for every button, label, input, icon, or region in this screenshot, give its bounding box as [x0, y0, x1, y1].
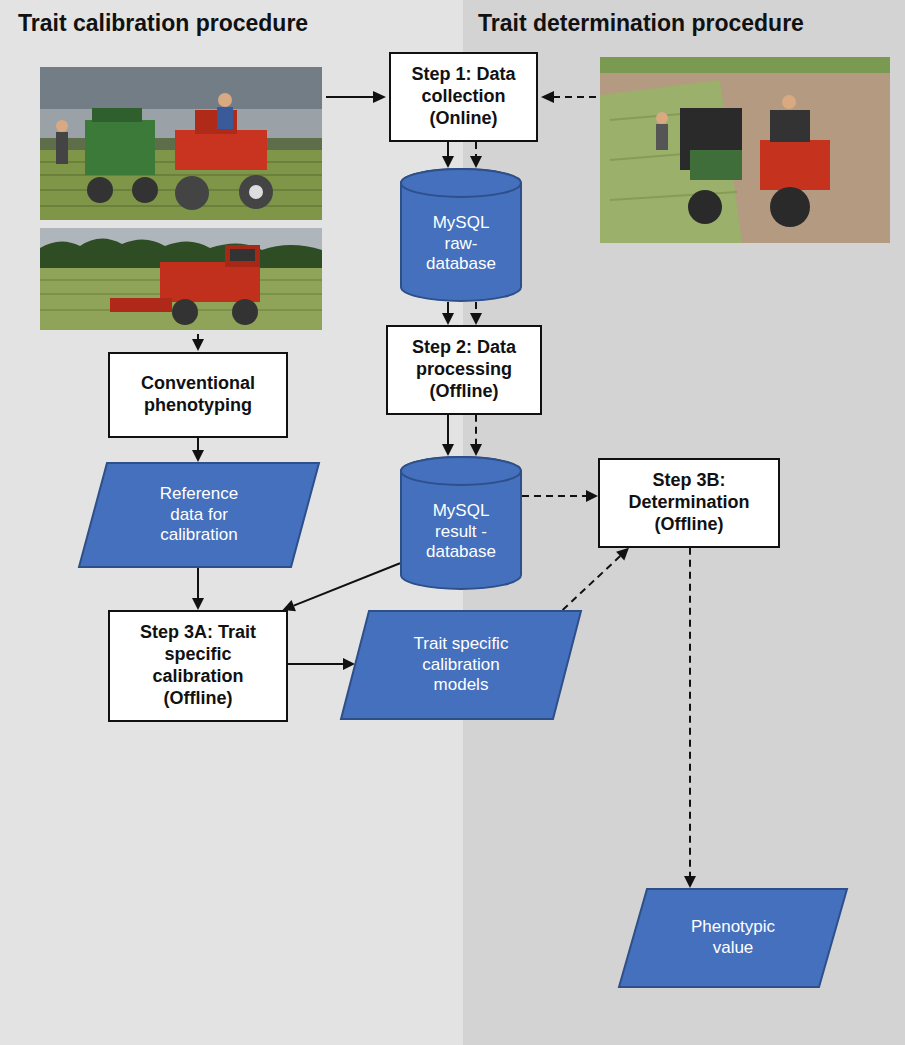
parallelogram-outline — [619, 889, 847, 987]
arrowhead — [541, 91, 554, 103]
photo-field-sensor-vehicle — [40, 67, 322, 220]
cylinder-top — [401, 169, 521, 197]
flow-connector — [684, 548, 696, 888]
arrowhead — [373, 91, 386, 103]
node-text: Conventional phenotyping — [118, 373, 278, 417]
arrowhead — [684, 876, 696, 888]
connector-line — [288, 663, 343, 665]
flow-connector — [283, 563, 400, 611]
connector-line — [447, 302, 449, 313]
data-parallelogram: Phenotypic value — [618, 888, 848, 988]
flow-connector — [192, 568, 204, 610]
connector-line — [475, 415, 477, 444]
process-box: Step 1: Data collection (Online) — [389, 52, 538, 142]
arrowhead — [442, 156, 454, 168]
connector-line — [447, 415, 449, 444]
connector-line — [475, 142, 477, 156]
connector-line — [475, 302, 477, 313]
node-text: Step 1: Data collection (Online) — [396, 64, 531, 130]
data-parallelogram: Reference data for calibration — [78, 462, 320, 568]
arrowhead — [192, 339, 204, 351]
flow-connector — [192, 438, 204, 462]
node-text: Step 3B: Determination (Offline) — [607, 470, 771, 536]
panel-heading: Trait determination procedure — [478, 10, 804, 37]
arrowhead — [470, 444, 482, 456]
determination-panel — [463, 0, 905, 1045]
connector-line — [689, 548, 691, 876]
cylinder-body — [401, 169, 521, 301]
process-box: Step 2: Data processing (Offline) — [386, 325, 542, 415]
process-box: Step 3B: Determination (Offline) — [598, 458, 780, 548]
flow-connector — [522, 490, 598, 502]
node-text: Reference data for calibration — [142, 484, 256, 546]
panel-heading: Trait calibration procedure — [18, 10, 308, 37]
connector-line — [197, 438, 199, 450]
connector-line — [294, 563, 400, 605]
arrowhead — [470, 313, 482, 325]
parallelogram-outline — [79, 463, 319, 567]
node-text: MySQL result - database — [419, 501, 503, 563]
arrowhead — [192, 450, 204, 462]
arrow-line — [553, 96, 596, 98]
cylinder-top — [401, 457, 521, 485]
flow-connector — [288, 658, 355, 670]
parallelogram-outline — [341, 611, 581, 719]
node-text: Step 2: Data processing (Offline) — [394, 337, 534, 403]
connector-line — [197, 568, 199, 598]
flow-connector — [442, 415, 454, 456]
arrowhead — [442, 444, 454, 456]
arrowhead — [616, 548, 629, 561]
process-box: Conventional phenotyping — [108, 352, 288, 438]
photo-field-vehicle — [600, 57, 890, 243]
node-text: Trait specific calibration models — [402, 634, 520, 696]
flow-connector — [442, 302, 454, 325]
node-text: Step 3A: Trait specific calibration (Off… — [123, 622, 273, 710]
connector-line — [522, 495, 586, 497]
database-cylinder: MySQL result - database — [400, 456, 522, 590]
calibration-panel — [0, 0, 463, 1045]
flow-connector — [470, 415, 482, 456]
flow-connector — [470, 142, 482, 168]
arrowhead — [192, 598, 204, 610]
flow-connector — [563, 548, 629, 610]
arrow-line — [326, 96, 374, 98]
arrowhead — [586, 490, 598, 502]
node-text: Phenotypic value — [673, 917, 793, 958]
database-cylinder: MySQL raw-database — [400, 168, 522, 302]
flow-connector — [470, 302, 482, 325]
cylinder-body — [401, 457, 521, 589]
connector-line — [447, 142, 449, 156]
arrowhead — [442, 313, 454, 325]
arrowhead — [470, 156, 482, 168]
connector-line — [563, 556, 621, 610]
data-parallelogram: Trait specific calibration models — [340, 610, 582, 720]
flow-connector — [442, 142, 454, 168]
process-box: Step 3A: Trait specific calibration (Off… — [108, 610, 288, 722]
node-text: MySQL raw-database — [419, 213, 503, 275]
photo-harvester — [40, 228, 322, 330]
